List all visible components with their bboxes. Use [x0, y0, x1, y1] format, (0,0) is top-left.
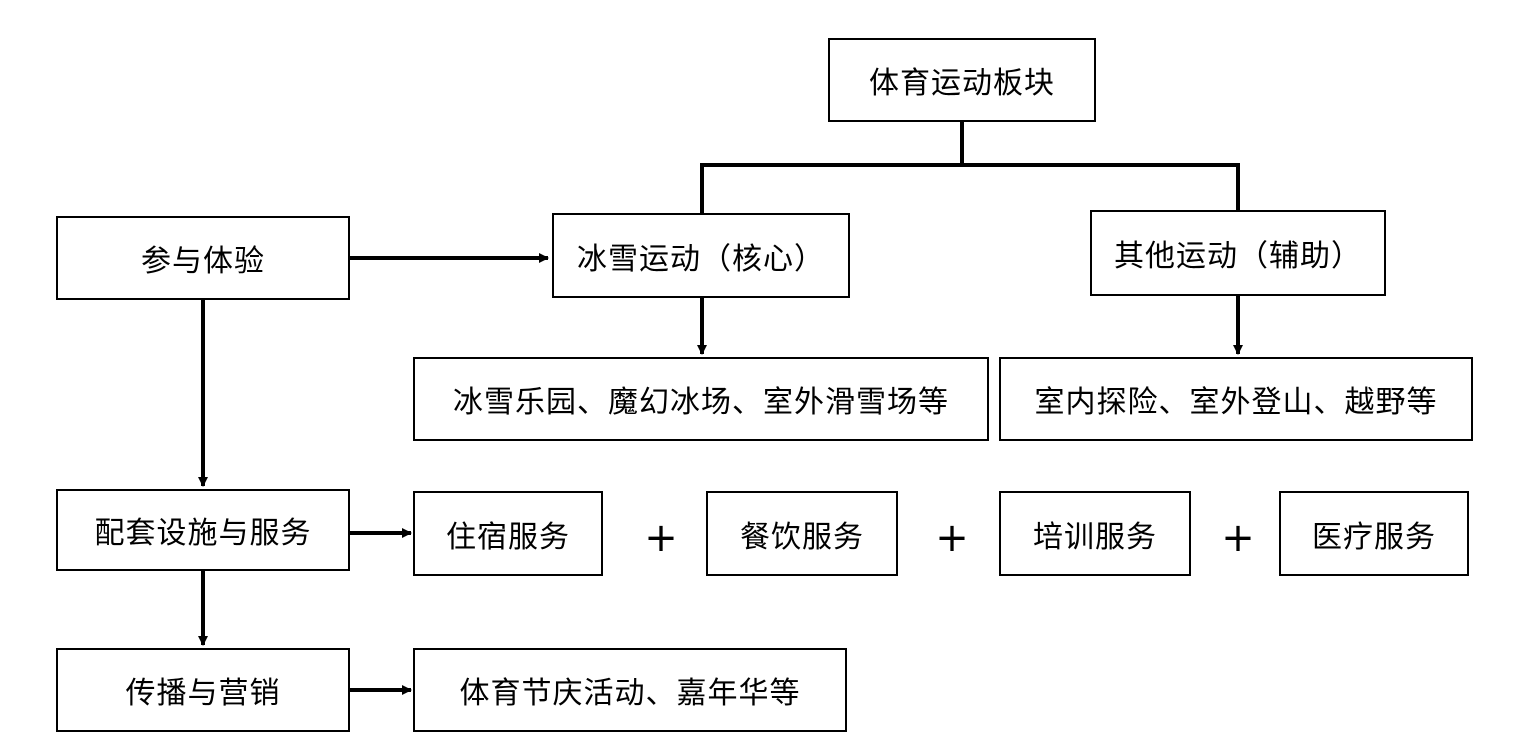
auxiliary-examples-box: 室内探险、室外登山、越野等	[999, 357, 1473, 441]
auxiliary-sports-box: 其他运动（辅助）	[1090, 210, 1386, 296]
promotion-box: 传播与营销	[56, 648, 350, 732]
service-box: 培训服务	[999, 491, 1191, 576]
plus-sign: +	[644, 515, 678, 561]
participation-box: 参与体验	[56, 216, 350, 300]
promotion-examples-box: 体育节庆活动、嘉年华等	[413, 648, 847, 732]
service-box: 住宿服务	[413, 491, 603, 576]
service-box: 医疗服务	[1279, 491, 1469, 576]
service-box: 餐饮服务	[706, 491, 898, 576]
facilities-box: 配套设施与服务	[56, 489, 350, 571]
core-examples-box: 冰雪乐园、魔幻冰场、室外滑雪场等	[413, 357, 989, 441]
plus-sign: +	[1221, 515, 1255, 561]
root-box: 体育运动板块	[828, 38, 1096, 122]
core-sports-box: 冰雪运动（核心）	[552, 213, 850, 298]
plus-sign: +	[935, 515, 969, 561]
